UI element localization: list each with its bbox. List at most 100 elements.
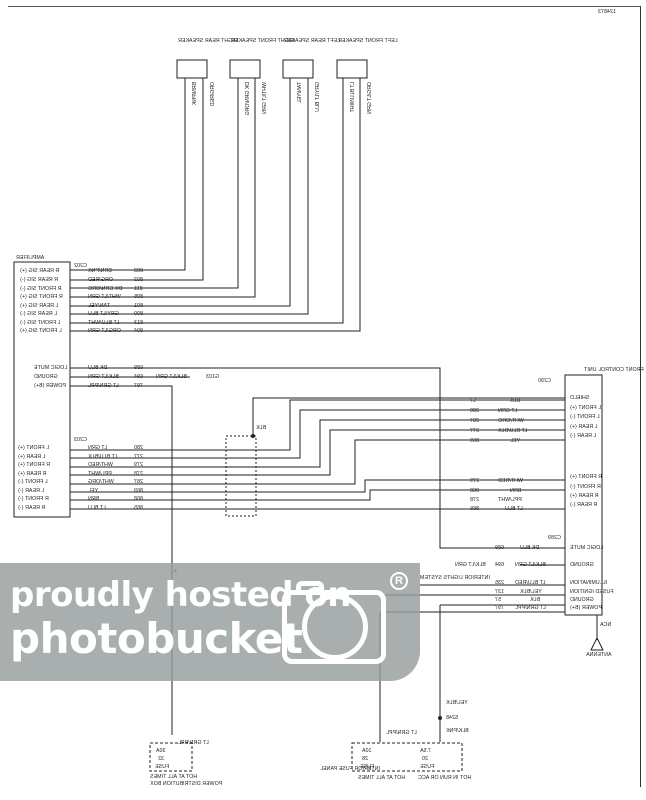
- connector-c202: C202: [74, 263, 87, 269]
- amp-pin-label: L REAR (+): [18, 454, 46, 460]
- circuit-number: 57: [470, 398, 476, 404]
- circuit-number: 278: [134, 471, 143, 477]
- circuit-number: 868: [134, 496, 143, 502]
- circuit-number: 277: [470, 428, 479, 434]
- wire-color: BRN: [510, 488, 522, 494]
- circuit-number: 689: [134, 365, 143, 371]
- speaker-label: LEFT FRONT SPEAKER: [338, 38, 398, 44]
- fuse-number: 20: [422, 756, 428, 762]
- wire-color: LT BLU/RED: [515, 580, 546, 586]
- wire-color: WHT/ORG: [498, 418, 524, 424]
- amplifier-title: AMPLIFIER: [16, 255, 45, 261]
- registered-mark-icon: R: [390, 572, 408, 590]
- wire-color: LT GRN: [498, 408, 518, 414]
- wire-color: WHT/RED: [88, 462, 113, 468]
- wire-color: LT BLU/BLK: [88, 454, 118, 460]
- fuse-hot: HOT AT ALL TIMES: [358, 775, 406, 781]
- amp-pin-label: L REAR SIG (+): [20, 303, 59, 309]
- fuse-number: 28: [362, 756, 368, 762]
- wire-color: DK BLU: [88, 365, 108, 371]
- wire-color: BRN: [88, 496, 100, 502]
- circuit-number: 797: [495, 605, 504, 611]
- circuit-number: 803: [134, 268, 143, 274]
- circuit-number: 868: [470, 488, 479, 494]
- amp-pin-label: R FRONT SIG (+): [20, 294, 63, 300]
- amp-pin-label: R REAR SIG (+): [20, 268, 60, 274]
- wire-color: TAN/YEL: [88, 303, 110, 309]
- fuse-wire: LT GRN/PPL: [386, 730, 417, 736]
- fcu-pin-label: GROUND: [570, 562, 594, 568]
- amp-pin-label: R FRONT (-): [18, 496, 49, 502]
- antenna-connector: NCA: [600, 622, 612, 628]
- circuit-number: 277: [134, 454, 143, 460]
- wire-color: WHT/ORG: [88, 479, 114, 485]
- speaker-wire: DK GRN/ORG: [245, 82, 251, 116]
- fcu-pin-label: SHIELD: [570, 395, 590, 401]
- amp-pin-label: R REAR (-): [18, 505, 46, 511]
- connector-c203: C203: [74, 437, 87, 443]
- fuse-wire: YEL/BLK: [446, 700, 468, 706]
- amp-pin-label: GROUND: [34, 374, 58, 380]
- wire-color: BLK: [510, 398, 521, 404]
- circuit-number: 689: [495, 545, 504, 551]
- speaker-wire: BRN/PNK: [192, 82, 198, 106]
- wire-color: BRN/PNK: [88, 268, 112, 274]
- fcu-pin-label: L REAR (-): [570, 433, 597, 439]
- wire-color: WHT/LT GRN: [88, 294, 121, 300]
- circuit-number: 694: [495, 562, 504, 568]
- fuse-label: FUSE: [420, 764, 435, 770]
- wire-color: PPL/WHT: [88, 471, 112, 477]
- circuit-number: 865: [470, 506, 479, 512]
- circuit-number: 801: [134, 303, 143, 309]
- fcu-pin-label: GROUND: [570, 597, 594, 603]
- circuit-number: 805: [134, 294, 143, 300]
- camera-lens-icon: [302, 594, 368, 660]
- amp-pin-label: L FRONT SIG (+): [20, 328, 62, 334]
- speaker-wire: ORG/RED: [210, 82, 216, 107]
- circuit-number: 813: [134, 320, 143, 326]
- fuse-panel: POWER DISTRIBUTION BOX: [150, 781, 223, 787]
- fuse-hot: HOT AT ALL TIMES: [150, 774, 198, 780]
- splice-s110: BLK: [256, 425, 267, 431]
- fcu-pin-label: ILLUMINATION: [570, 580, 608, 586]
- amp-pin-label: R FRONT SIG (-): [20, 286, 62, 292]
- fuse-wire: LT GRN/PPL: [178, 740, 209, 746]
- antenna-label: ANTENNA: [586, 652, 612, 658]
- circuit-number: 804: [134, 328, 143, 334]
- amp-pin-label: POWER (B+): [34, 383, 66, 389]
- fuse-rating: 10A: [362, 748, 372, 754]
- fuse-hot: HOT IN RUN OR ACC: [418, 775, 472, 781]
- circuit-number: 869: [470, 438, 479, 444]
- circuit-number: 865: [134, 505, 143, 511]
- wire-color: DK BLU: [520, 545, 540, 551]
- fcu-pin-label: POWER (B+): [570, 605, 602, 611]
- fuse-rating: 30A: [156, 748, 166, 754]
- amp-pin-label: R REAR (+): [18, 471, 47, 477]
- wire-color: BLK/LT GRN: [515, 562, 546, 568]
- watermark-line2: photobucket: [10, 614, 303, 663]
- fuse-panel: INTERIOR FUSE PANEL: [320, 766, 381, 772]
- amp-pin-label: L REAR (-): [18, 488, 45, 494]
- circuit-number: 797: [134, 383, 143, 389]
- amp-pin-label: R FRONT (+): [18, 462, 50, 468]
- speaker-wire: GRY/LT BLU: [315, 82, 321, 112]
- speaker-label: RIGHT REAR SPEAKER: [178, 38, 238, 44]
- interior-lights: INTERIOR LIGHTS SYSTEM: [420, 575, 490, 581]
- fcu-title: FRONT CONTROL UNIT: [584, 367, 644, 373]
- circuit-number: 280: [134, 445, 143, 451]
- wire-color: DK GRN/ORG: [88, 286, 123, 292]
- wire-color: GRY/LT BLU: [88, 311, 119, 317]
- wire-color: WHT/RED: [498, 478, 523, 484]
- connector-c289: C289: [548, 535, 561, 541]
- camera-icon: [282, 590, 386, 664]
- fcu-pin-label: L REAR (+): [570, 424, 598, 430]
- wire-color: LT GRN/PPL: [515, 605, 546, 611]
- fuse-label: FUSE: [155, 764, 170, 770]
- fcu-pin-label: FUSED IGNITION: [570, 589, 614, 595]
- splice-s248: S248: [446, 715, 459, 721]
- wire-color: LT GRN: [88, 445, 108, 451]
- diagram-id: 124873: [598, 9, 616, 15]
- fuse-rating: 7.5A: [420, 748, 432, 754]
- wire-color: LT GRN/PPL: [88, 383, 119, 389]
